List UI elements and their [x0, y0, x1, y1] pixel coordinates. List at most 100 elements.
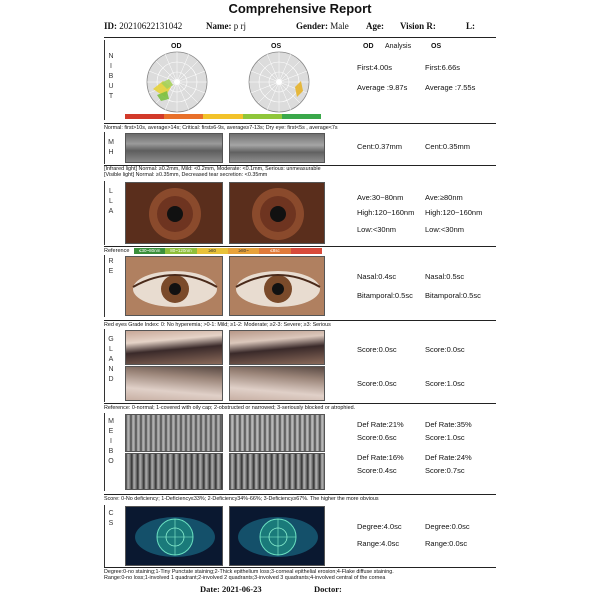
name-label: Name: — [206, 21, 232, 31]
cs-os-degree: Degree:0.0sc — [425, 522, 470, 531]
vision-l-label: L: — [466, 21, 475, 31]
meibo-os-defrate-upper: Def Rate:35% — [425, 420, 472, 429]
re-od-bitemporal: Bitamporal:0.5sc — [357, 291, 413, 300]
report-title: Comprehensive Report — [228, 1, 372, 16]
lla-os-image — [229, 182, 325, 244]
nibut-od-first: First:4.00s — [357, 63, 393, 72]
date-label: Date: — [200, 584, 220, 594]
re-od-image — [125, 256, 223, 316]
gland-os-lower-image — [229, 366, 325, 401]
gender-value: Male — [330, 21, 349, 31]
gender-label: Gender: — [296, 21, 328, 31]
meibo-od-defrate-lower: Def Rate:16% — [357, 453, 404, 462]
mh-os-image — [229, 133, 325, 163]
lla-od-image — [125, 182, 223, 244]
lla-ref-seg-1: ≤30~80nm — [134, 248, 166, 254]
report-page: Comprehensive Report ID: 20210622131042 … — [100, 0, 500, 600]
gland-section: G L A N D Score:0.0sc Score:0.0sc Score:… — [104, 329, 496, 402]
lla-ref-seg-5: ≤8sc — [259, 248, 291, 254]
re-os-bitemporal: Bitamporal:0.5sc — [425, 291, 481, 300]
colorbar-seg-2 — [164, 114, 204, 119]
meibo-os-defrate-lower: Def Rate:24% — [425, 453, 472, 462]
cs-os-image — [229, 506, 325, 566]
lla-os-low: Low:<30nm — [425, 225, 464, 234]
lla-side-label: L L A — [108, 188, 114, 215]
gland-od-upper-image — [125, 330, 223, 365]
id-label: ID: — [104, 21, 117, 31]
lla-od-low: Low:<30nm — [357, 225, 396, 234]
mh-od-value: Cent:0.37mm — [357, 142, 403, 151]
colorbar-seg-5 — [281, 114, 322, 119]
patient-header: ID: 20210622131042 Name: p rj Gender: Ma… — [104, 21, 496, 35]
analysis-head: Analysis — [385, 43, 412, 50]
lla-ref-seg-3: ≥80 — [196, 248, 228, 254]
re-section: R E Nasal:0.4sc Nasal:0.5sc Bitamporal: — [104, 255, 496, 317]
meibo-section: M E I B O Def Rate:21% Def Rate:35% Scor… — [104, 413, 496, 491]
nibut-os-average: Average :7.55s — [425, 83, 476, 92]
meibo-od-upper-image — [125, 414, 223, 452]
nibut-od-average: Average :9.87s — [357, 83, 408, 92]
gland-side-label: G L A N D — [108, 336, 114, 383]
lla-os-ave: Ave:≥80nm — [425, 193, 463, 202]
mh-side-label: M H — [108, 139, 114, 156]
meibo-os-upper-image — [229, 414, 325, 452]
nibut-section: N I B U T OD OS OD Analysis OS — [104, 40, 496, 120]
re-side-label: R E — [108, 258, 114, 275]
re-os-nasal: Nasal:0.5sc — [425, 272, 465, 281]
doctor-label: Doctor: — [314, 584, 342, 594]
meibo-os-lower-image — [229, 453, 325, 490]
gland-reference: Reference: 0-normal; 1-covered with oily… — [104, 403, 496, 411]
meibo-od-score-lower: Score:0.4sc — [357, 466, 397, 475]
lla-od-ave: Ave:30~80nm — [357, 193, 404, 202]
mh-os-value: Cent:0.35mm — [425, 142, 471, 151]
cs-od-range: Range:4.0sc — [357, 539, 400, 548]
lla-reference-bar: Reference ≤30~80nm 80~120nm ≥80 ≥80~ ≤8s… — [104, 246, 496, 254]
date-value: 2021-06-23 — [221, 584, 262, 594]
cs-range-note: Range:0-no loss;1-involved 1 quadrant;2-… — [104, 575, 386, 581]
cs-os-range: Range:0.0sc — [425, 539, 468, 548]
meibo-od-lower-image — [125, 453, 223, 490]
nibut-od-head: OD — [171, 43, 182, 50]
age-label: Age: — [366, 21, 384, 31]
re-od-nasal: Nasal:0.4sc — [357, 272, 397, 281]
meibo-os-score-lower: Score:0.7sc — [425, 466, 465, 475]
cs-od-image — [125, 506, 223, 566]
nibut-os-head: OS — [271, 43, 282, 50]
re-note: Red eyes Grade Index: 0: No hyperemia; >… — [104, 320, 496, 328]
name-value: p rj — [233, 21, 246, 31]
colorbar-seg-1 — [125, 114, 165, 119]
colorbar-seg-4 — [242, 114, 282, 119]
analysis-od-head: OD — [363, 43, 374, 50]
header-rule — [104, 37, 496, 38]
gland-os-score-lower: Score:1.0sc — [425, 379, 465, 388]
meibo-od-defrate-upper: Def Rate:21% — [357, 420, 404, 429]
lla-os-high: High:120~160nm — [425, 208, 483, 217]
gland-od-score-upper: Score:0.0sc — [357, 345, 397, 354]
mh-od-image — [125, 133, 223, 163]
nibut-reference: Normal: first>10s, average>14s; Critical… — [104, 123, 496, 131]
analysis-os-head: OS — [431, 43, 442, 50]
nibut-colorbar — [125, 114, 322, 119]
vision-r-label: Vision R: — [400, 21, 436, 31]
lla-ref-seg-6 — [290, 248, 322, 254]
cs-degree-note: Degree:0-no staining;1-Tiny Punctate sta… — [104, 567, 496, 575]
meibo-reference: Score: 0-No deficiency; 1-Deficiency≤33%… — [104, 494, 496, 502]
lla-ref-seg-2: 80~120nm — [165, 248, 197, 254]
cs-side-label: C S — [108, 510, 114, 527]
lla-section: L L A Ave:30~80nm Ave:≥80nm High:120~160… — [104, 181, 496, 245]
lla-ref-seg-4: ≥80~ — [227, 248, 260, 254]
nibut-os-map — [248, 51, 310, 113]
meibo-side-label: M E I B O — [108, 418, 114, 465]
colorbar-seg-3 — [203, 114, 243, 119]
id-value: 20210622131042 — [119, 21, 183, 31]
lla-od-high: High:120~160nm — [357, 208, 415, 217]
mh-section: M H Cent:0.37mm Cent:0.35mm — [104, 132, 496, 164]
cs-section: C S Degree:4.0sc Degree:0 — [104, 505, 496, 567]
nibut-od-map — [146, 51, 208, 113]
gland-os-score-upper: Score:0.0sc — [425, 345, 465, 354]
gland-os-upper-image — [229, 330, 325, 365]
mh-note-visible: [Visible light] Normal: ≥0.35mm, Decreas… — [104, 172, 268, 178]
meibo-os-score-upper: Score:1.0sc — [425, 433, 465, 442]
nibut-os-first: First:6.66s — [425, 63, 461, 72]
lla-reference-label: Reference — [104, 248, 130, 254]
